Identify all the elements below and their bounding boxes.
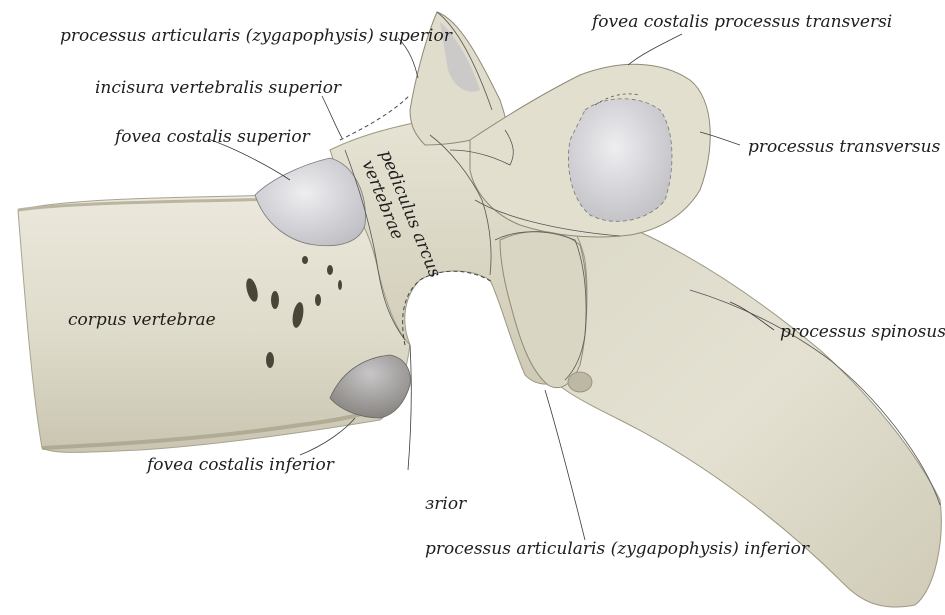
label-fovea-costalis-inferior: fovea costalis inferior (147, 457, 334, 474)
label-processus-transversus: processus transversus (748, 139, 940, 156)
label-incisura-vertebralis-inferior-fragment: зrior (425, 496, 466, 513)
label-fovea-costalis-superior: fovea costalis superior (115, 129, 310, 146)
inferior-articular-process-shape (500, 232, 587, 388)
transverse-costal-facet-shape (568, 99, 672, 222)
label-processus-articularis-inferior: processus articularis (zygapophysis) inf… (425, 541, 809, 558)
label-processus-spinosus: processus spinosus (780, 324, 945, 341)
label-incisura-vertebralis-superior: incisura vertebralis superior (95, 80, 341, 97)
label-fovea-costalis-processus-transversi: fovea costalis processus transversi (592, 14, 892, 31)
label-processus-articularis-superior: processus articularis (zygapophysis) sup… (60, 28, 452, 45)
label-corpus-vertebrae: corpus vertebrae (68, 312, 216, 329)
